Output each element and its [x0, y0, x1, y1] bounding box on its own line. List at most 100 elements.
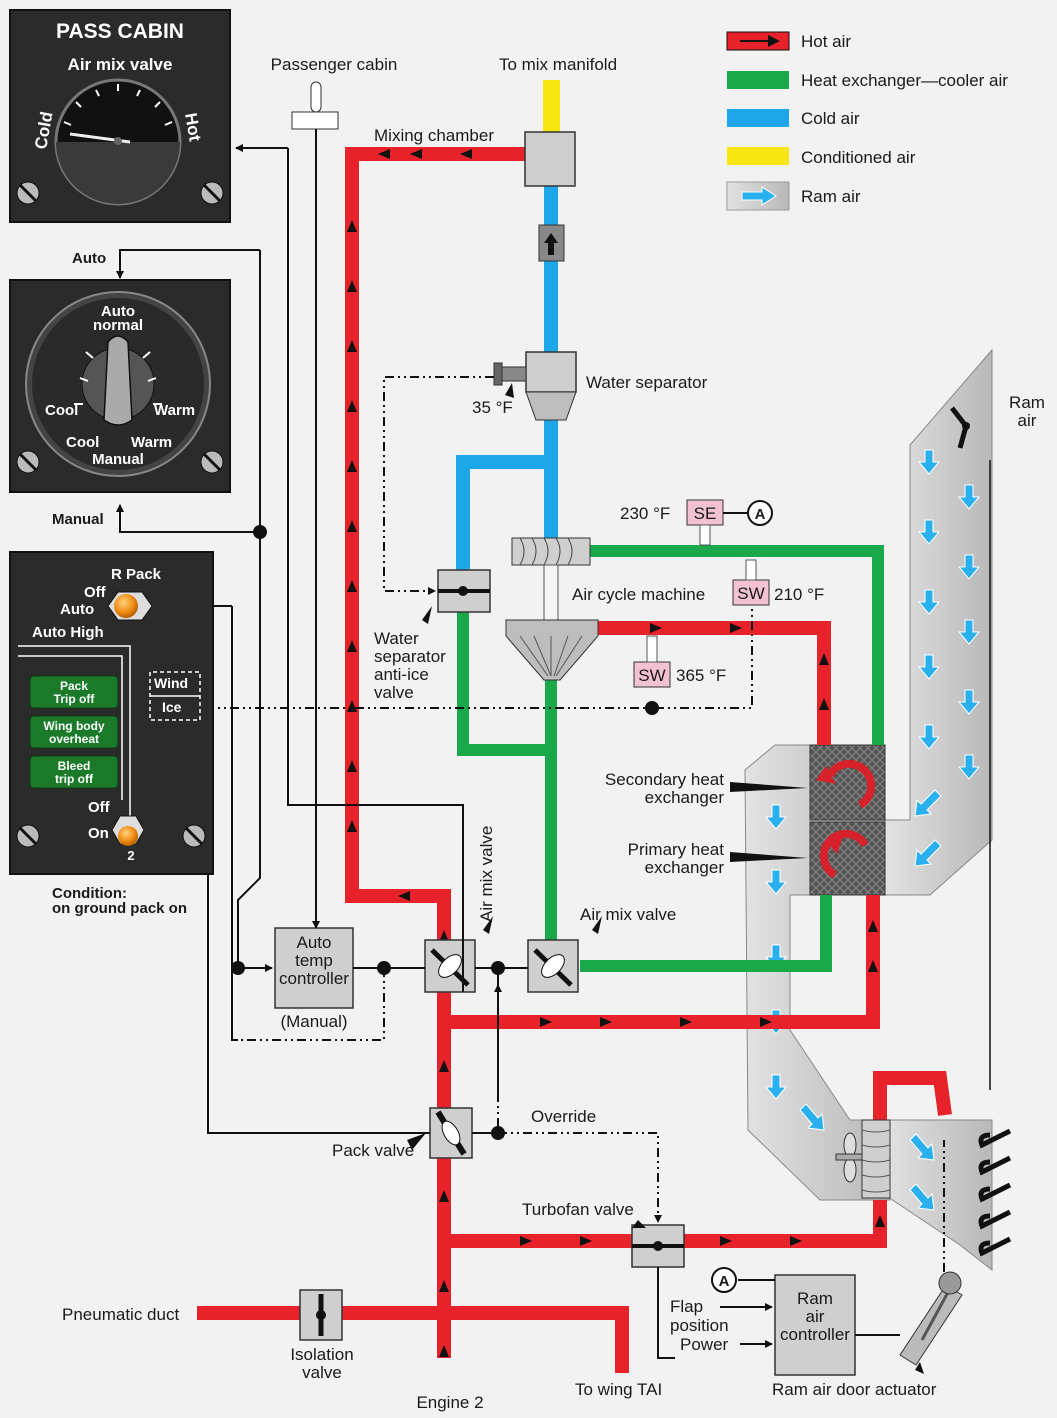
- label-water-separator: Water separator: [586, 373, 708, 392]
- label-210f: 210 °F: [774, 585, 824, 604]
- label-air-mix-valve-vertical: Air mix valve: [477, 826, 496, 922]
- se-sensor-label: SE: [694, 504, 717, 523]
- cold-air-duct-to-valve: [456, 420, 558, 572]
- ram-air-controller: [774, 1274, 856, 1376]
- condition-line1: Condition:: [52, 885, 127, 902]
- ram-exit-louvers: [978, 1128, 1012, 1257]
- check-valve-arrow-icon: [544, 233, 558, 255]
- circle-a-bottom: A: [711, 1267, 737, 1293]
- screw-icon: [16, 181, 40, 205]
- bleed-trip-line2: trip off: [55, 772, 94, 786]
- sw-365-label: SW: [638, 666, 665, 685]
- temp-auto-normal-1: Auto: [101, 303, 135, 320]
- pack-ice: Ice: [162, 699, 182, 715]
- air-mix-valve-hot[interactable]: [424, 939, 476, 993]
- label-230f: 230 °F: [620, 504, 670, 523]
- pack-selector-knob[interactable]: [107, 591, 153, 621]
- temp-cool: Cool: [45, 402, 78, 419]
- label-override: Override: [531, 1107, 596, 1126]
- screw-icon: [16, 824, 40, 848]
- circle-a-bottom-label: A: [719, 1273, 730, 1290]
- pack-panel: R Pack Off Auto Auto High Wind Ice Pack …: [9, 551, 214, 875]
- label-power: Power: [680, 1335, 729, 1354]
- label-isolation-1: Isolation: [290, 1345, 353, 1364]
- label-engine-2: Engine 2: [416, 1393, 483, 1412]
- secondary-heat-exchanger: [809, 744, 886, 821]
- switch-on: On: [88, 825, 109, 842]
- pass-cabin-title: PASS CABIN: [56, 20, 184, 43]
- label-passenger-cabin: Passenger cabin: [271, 55, 398, 74]
- screw-icon: [182, 824, 206, 848]
- water-separator: [493, 351, 577, 421]
- label-secondary-hx-1: Secondary heat: [605, 770, 724, 789]
- temp-selector-knob[interactable]: [103, 335, 133, 426]
- turbofan: [835, 1119, 891, 1199]
- mixing-chamber: [524, 131, 576, 187]
- legend-ram-label: Ram air: [801, 187, 861, 206]
- legend-cold: Cold air: [727, 109, 860, 128]
- label-manual-paren: (Manual): [280, 1012, 347, 1031]
- label-air-mix-valve: Air mix valve: [580, 905, 676, 924]
- label-auto-temp-3: controller: [279, 969, 349, 988]
- air-mix-valve-cold[interactable]: [527, 939, 579, 993]
- temp-manual-in: Manual: [92, 451, 144, 468]
- pack-wind: Wind: [154, 675, 188, 691]
- pass-cabin-subtitle: Air mix valve: [68, 55, 173, 74]
- temp-selector-panel: Auto normal Cool Warm Cool Warm Manual: [9, 279, 231, 493]
- label-pneumatic-duct: Pneumatic duct: [62, 1305, 179, 1324]
- wing-body-overheat-light[interactable]: Wing body overheat: [29, 715, 119, 749]
- label-flap-1: Flap: [670, 1297, 703, 1316]
- pack-off: Off: [84, 584, 107, 601]
- temp-warm-manual: Warm: [131, 434, 172, 451]
- label-ram-air-1: Ram: [1009, 393, 1045, 412]
- dash-control-lines: [205, 376, 753, 1223]
- bleed-trip-line1: Bleed: [58, 759, 91, 773]
- legend-cooler: Heat exchanger—cooler air: [727, 71, 1008, 90]
- se-sensor: SE A: [686, 499, 773, 546]
- auto-temp-controller: [274, 927, 354, 1009]
- label-ram-ctrl-1: Ram: [797, 1289, 833, 1308]
- pack-auto: Auto: [60, 601, 94, 618]
- screw-icon: [200, 450, 224, 474]
- circle-a-top: A: [755, 506, 766, 523]
- temp-auto-label: Auto: [72, 250, 106, 267]
- pack-valve[interactable]: [429, 1107, 473, 1159]
- temp-cool-manual: Cool: [66, 434, 99, 451]
- label-mixing-chamber: Mixing chamber: [374, 126, 494, 145]
- label-365f: 365 °F: [676, 666, 726, 685]
- label-air-cycle-machine: Air cycle machine: [572, 585, 705, 604]
- legend: Hot air Heat exchanger—cooler air Cold a…: [726, 31, 1008, 211]
- bleed-trip-off-light[interactable]: Bleed trip off: [29, 755, 119, 789]
- pass-cabin-panel: PASS CABIN Air mix valve Cold Hot: [9, 9, 231, 223]
- label-ws-anti-ice-2: separator: [374, 647, 446, 666]
- ram-air-door-actuator: [899, 1271, 963, 1366]
- legend-hot-label: Hot air: [801, 32, 851, 51]
- water-separator-anti-ice-valve: [437, 569, 491, 613]
- pack-title: R Pack: [111, 566, 162, 583]
- legend-conditioned-label: Conditioned air: [801, 148, 916, 167]
- label-ram-air-door-actuator: Ram air door actuator: [772, 1380, 937, 1399]
- temp-warm: Warm: [154, 402, 195, 419]
- label-ws-anti-ice-1: Water: [374, 629, 419, 648]
- cooler-air-return: [457, 610, 557, 756]
- temp-manual-label: Manual: [52, 511, 104, 528]
- cooler-air-from-hx: [580, 895, 832, 972]
- label-ws-anti-ice-3: anti-ice: [374, 665, 429, 684]
- screw-icon: [16, 450, 40, 474]
- label-turbofan-valve: Turbofan valve: [522, 1200, 634, 1219]
- bleed-switch[interactable]: [111, 815, 145, 846]
- isolation-valve: [299, 1289, 343, 1341]
- legend-conditioned: Conditioned air: [727, 147, 916, 167]
- label-pointers: [407, 383, 924, 1374]
- label-auto-temp-2: temp: [295, 951, 333, 970]
- pack-trip-off-light[interactable]: Pack Trip off: [29, 675, 119, 709]
- label-isolation-2: valve: [302, 1363, 342, 1382]
- diagram-labels: Passenger cabin To mix manifold Mixing c…: [62, 55, 1045, 1412]
- cooler-air-compressor-out: [590, 545, 884, 745]
- conditioned-air-duct: [543, 80, 560, 132]
- label-primary-hx-1: Primary heat: [628, 840, 725, 859]
- ram-inlet-door: [950, 406, 970, 449]
- pass-cabin-hot: Hot: [181, 111, 205, 143]
- label-flap-2: position: [670, 1316, 729, 1335]
